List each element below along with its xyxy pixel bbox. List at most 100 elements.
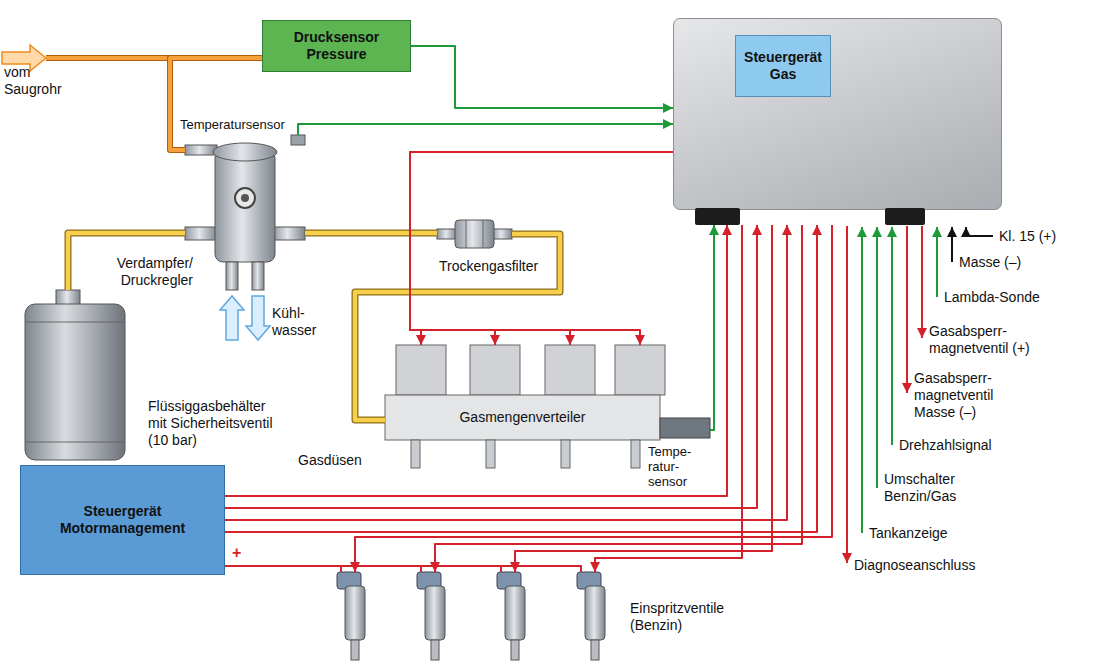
injector-body [505, 586, 525, 640]
injector-body [345, 586, 365, 640]
signal-wire [906, 226, 908, 393]
connector-path [410, 152, 673, 345]
signal-name: Kl. 15 (+) [999, 228, 1056, 245]
ecu-plug [885, 208, 925, 225]
signal-wire [891, 227, 893, 445]
connector-path [410, 152, 673, 345]
vacuum-line [170, 58, 262, 150]
connector-path [710, 225, 714, 430]
injector-nozzle [351, 640, 359, 660]
filter-nozzle [437, 229, 457, 239]
distributor-temp-sensor [660, 418, 710, 438]
signal-wire [966, 227, 993, 236]
injector-nozzle [511, 640, 519, 660]
filter-node: Trockengasfilter [437, 220, 512, 248]
tank-body [25, 304, 125, 460]
distributor-rail [385, 395, 660, 440]
node-label: Gasmengenverteiler [385, 395, 660, 440]
signal-name: Umschalter Benzin/Gas [884, 471, 969, 505]
node-label: Steuergerät Motormanagement [33, 503, 213, 537]
connector-path [305, 231, 437, 236]
injector-node: Einspritzventile (Benzin) [330, 572, 610, 662]
connector-path [411, 46, 673, 108]
filter-ring [466, 220, 467, 248]
pipe-outline [170, 58, 262, 150]
gas-valve [615, 345, 665, 395]
part-label: Kühl- wasser [272, 305, 322, 339]
signal-wire [921, 226, 923, 338]
filter-ring [483, 220, 484, 248]
signal-line [298, 124, 673, 135]
intake-pipe [46, 56, 172, 60]
injector-nozzle [591, 640, 599, 660]
coolant-arrow-out [246, 296, 270, 340]
connector-path [410, 152, 673, 345]
vaporiser-dial [235, 188, 255, 208]
injector-nozzle [431, 640, 439, 660]
node-label: Verdampfer/ Druckregler [98, 255, 193, 289]
node-label: Steuergerät Gas [735, 35, 831, 97]
connector-path [225, 225, 757, 508]
tank-node: Flüssiggasbehälter mit Sicherheitsventil… [18, 290, 130, 462]
node-label: Flüssiggasbehälter mit Sicherheitsventil… [148, 398, 280, 449]
ecu-housing [673, 18, 1002, 210]
signal-wire [861, 227, 863, 533]
signal-name: Lambda-Sonde [944, 289, 1040, 306]
gas-valve [545, 345, 595, 395]
gas-pipe [305, 233, 437, 234]
injector-body [425, 586, 445, 640]
vaporiser-body [215, 150, 275, 262]
vaporiser-node: Verdampfer/ Druckregler [185, 135, 305, 290]
gas-filter [437, 220, 512, 248]
signal-line [710, 225, 714, 430]
connector-path [225, 566, 581, 572]
part-label: + [232, 544, 241, 561]
part-label: Tempe- ratur- sensor [648, 444, 698, 489]
signal-name: Masse (–) [959, 254, 1021, 271]
vaporiser-outlet [273, 227, 305, 240]
temperature-sensor-head [291, 135, 305, 145]
signal-name: Gasabsperr- magnetventil (+) [929, 323, 1037, 357]
connector-path [298, 124, 673, 135]
sensor-box: Drucksensor Pressure [262, 20, 411, 72]
signal-line [410, 152, 673, 345]
vaporiser-dial-core [241, 194, 249, 202]
signal-line [225, 566, 581, 572]
connector-path [170, 58, 262, 150]
pipe-outline [355, 234, 560, 420]
gas-pipe [355, 234, 560, 420]
signal-line [225, 225, 817, 532]
engine-ecu: Steuergerät Motormanagement [20, 465, 225, 575]
signal-wire [936, 227, 938, 297]
signal-name: Gasabsperr- magnetventil Masse (–) [914, 370, 1009, 421]
vaporiser-cap [213, 143, 277, 161]
signal-line [355, 225, 832, 572]
lpg-tank [25, 290, 125, 460]
part-label: vom Saugrohr [4, 64, 74, 98]
vaporiser [185, 135, 305, 290]
vaporiser-inlet [185, 227, 217, 240]
connector-path [435, 225, 802, 572]
signal-wire [876, 227, 878, 488]
intake-pipe-outline [46, 55, 172, 61]
signal-wire [951, 227, 953, 262]
gas-nozzle [411, 440, 420, 468]
filter-body [455, 220, 494, 248]
connector-path [410, 152, 673, 345]
signal-name: Diagnoseanschluss [854, 557, 975, 574]
signal-line [411, 46, 673, 108]
coolant-arrow-in [220, 296, 244, 340]
node-label: Trockengasfilter [439, 258, 538, 275]
gas-valve [396, 345, 446, 395]
injector-group [337, 572, 605, 660]
filter-nozzle [492, 229, 512, 239]
gas-nozzle [486, 440, 495, 468]
node-label: Drucksensor Pressure [281, 29, 393, 63]
gas-nozzle [561, 440, 570, 468]
injector-body [585, 586, 605, 640]
coolant-port [252, 262, 264, 290]
vaporiser-nipple [185, 145, 217, 155]
pipe-outline [305, 230, 437, 237]
node-label: Einspritzventile (Benzin) [630, 600, 755, 634]
